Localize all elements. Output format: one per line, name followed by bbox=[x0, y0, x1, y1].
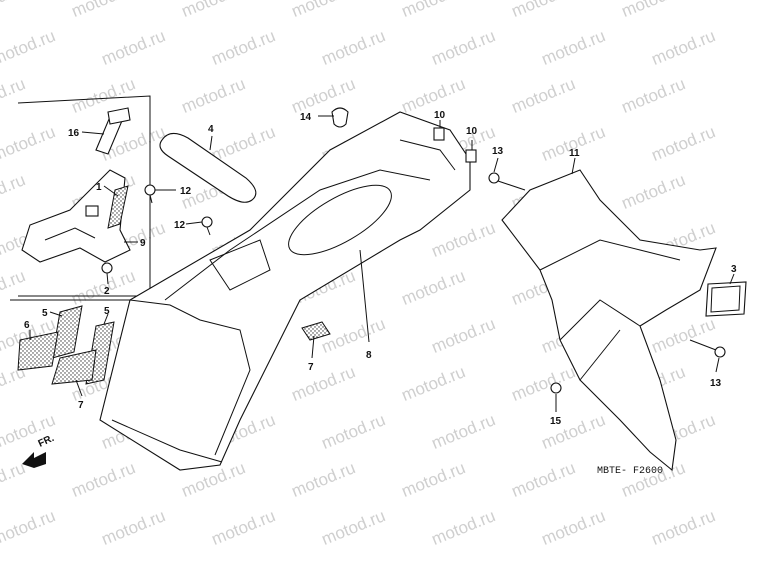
clip-part bbox=[331, 107, 349, 128]
callout-12-lower: 12 bbox=[174, 220, 186, 231]
nut-part-15 bbox=[550, 382, 562, 394]
front-arrow-icon bbox=[22, 452, 46, 468]
reflector-plate-part bbox=[705, 281, 747, 317]
callout-12-upper: 12 bbox=[180, 186, 192, 197]
callout-5-a: 5 bbox=[42, 308, 48, 319]
pad-part-d bbox=[51, 349, 97, 385]
callout-13-lower: 13 bbox=[710, 378, 722, 389]
clip-nut-part-b bbox=[465, 149, 477, 163]
lower-cover-part bbox=[501, 169, 717, 472]
callout-9: 9 bbox=[140, 238, 146, 249]
callout-4: 4 bbox=[208, 124, 214, 135]
spacer-part bbox=[301, 321, 331, 341]
bolt-part-upper bbox=[488, 172, 526, 191]
callout-8: 8 bbox=[366, 350, 372, 361]
callout-7-b: 7 bbox=[78, 400, 84, 411]
nut-part bbox=[101, 262, 113, 274]
pad-part-c bbox=[17, 331, 59, 371]
callout-1: 1 bbox=[96, 182, 102, 193]
front-indicator-label: FR. bbox=[37, 433, 56, 450]
reflector-inner bbox=[710, 285, 741, 313]
callout-6: 7 bbox=[308, 362, 314, 373]
callout-2: 2 bbox=[104, 286, 110, 297]
diagram-code: MBTE- F2600 bbox=[597, 466, 663, 477]
callout-11: 11 bbox=[569, 148, 580, 159]
callout-10-b: 10 bbox=[466, 126, 478, 137]
callout-3: 3 bbox=[731, 264, 737, 275]
callout-10-a: 10 bbox=[434, 110, 446, 121]
screw-part-lower bbox=[201, 216, 213, 236]
bolt-part-lower bbox=[689, 339, 726, 358]
small-pad-part bbox=[107, 185, 129, 229]
callout-14: 14 bbox=[300, 112, 312, 123]
rear-fender-part bbox=[99, 111, 471, 471]
callout-7-a: 6 bbox=[24, 320, 30, 331]
leader-lines bbox=[29, 115, 735, 412]
callout-5-b: 5 bbox=[104, 306, 110, 317]
clip-nut-part-a bbox=[433, 127, 445, 141]
rear-bracket-part bbox=[21, 169, 131, 263]
rubber-band-part bbox=[159, 132, 257, 203]
callout-15: 15 bbox=[550, 416, 562, 427]
strap-part bbox=[95, 107, 131, 155]
callout-16: 16 bbox=[68, 128, 80, 139]
callout-13-upper: 13 bbox=[492, 146, 504, 157]
